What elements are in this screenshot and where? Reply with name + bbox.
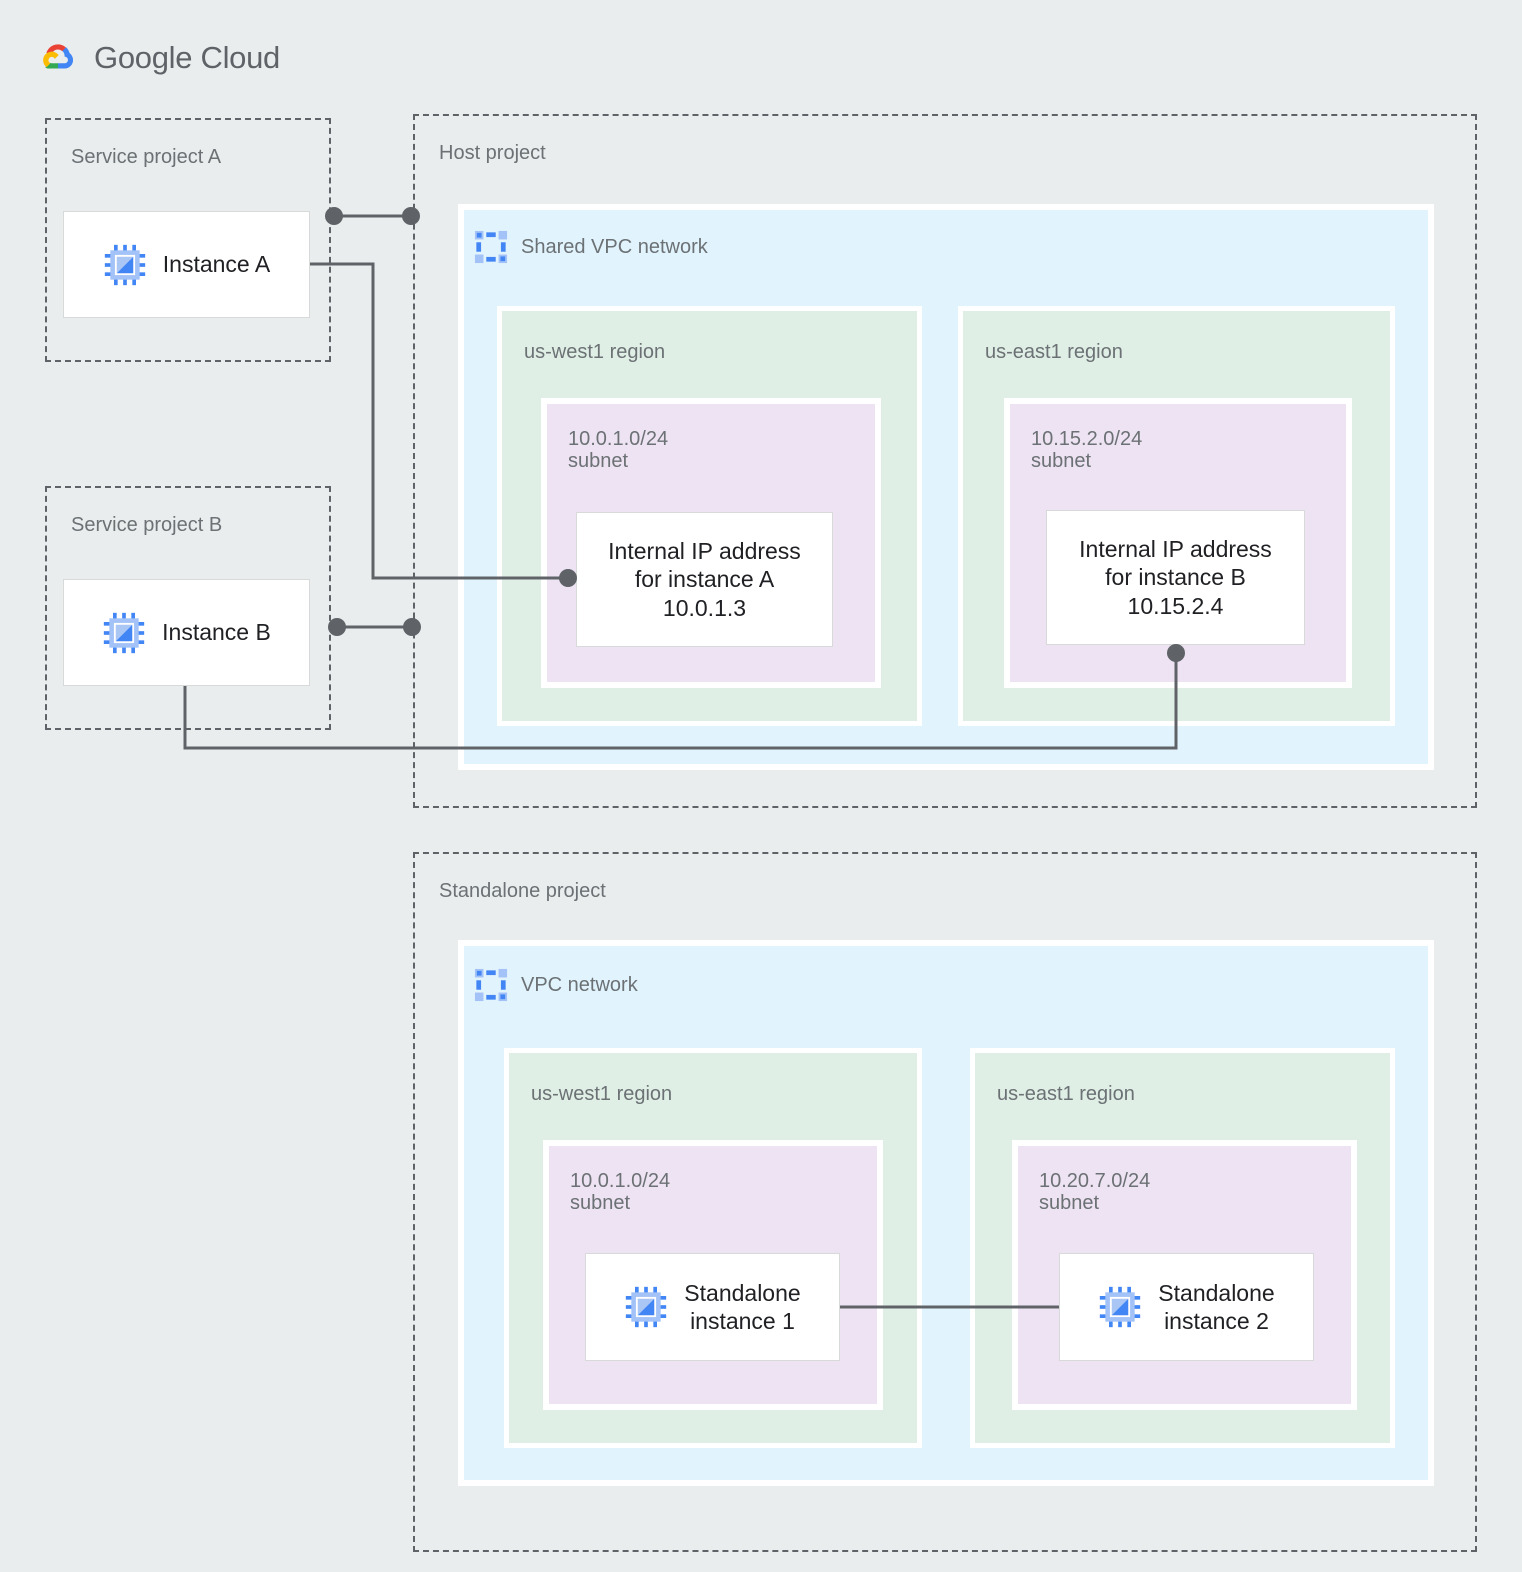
vm-instance-icon bbox=[103, 612, 145, 653]
standalone-instance-1-card[interactable]: Standalone instance 1 bbox=[585, 1253, 840, 1361]
host-project-label: Host project bbox=[439, 142, 546, 164]
instance-a-label: Instance A bbox=[162, 251, 271, 278]
standalone-instance-2-label: Standalone instance 2 bbox=[1158, 1279, 1275, 1334]
standalone-project-label: Standalone project bbox=[439, 880, 606, 902]
standalone-instance-2-card[interactable]: Standalone instance 2 bbox=[1059, 1253, 1314, 1361]
vpc-network-label: VPC network bbox=[521, 973, 638, 996]
standalone-instance-1-label: Standalone instance 1 bbox=[684, 1279, 801, 1334]
vpc-network-icon bbox=[474, 968, 508, 1002]
standalone-us-east1-subnet-label: 10.20.7.0/24 subnet bbox=[1039, 1170, 1151, 1215]
host-us-east1-subnet-label: 10.15.2.0/24 subnet bbox=[1031, 428, 1143, 473]
brand-name-light: Cloud bbox=[192, 40, 280, 75]
internal-ip-instance-b-text: Internal IP address for instance B 10.15… bbox=[1079, 536, 1272, 619]
vm-instance-icon bbox=[1100, 1286, 1141, 1328]
shared-vpc-network-label: Shared VPC network bbox=[521, 235, 708, 258]
standalone-us-west1-region-label: us-west1 region bbox=[531, 1083, 673, 1105]
shared-vpc-network-header: Shared VPC network bbox=[474, 230, 708, 264]
internal-ip-instance-b-card[interactable]: Internal IP address for instance B 10.15… bbox=[1046, 510, 1305, 645]
host-us-west1-region-label: us-west1 region bbox=[524, 341, 666, 363]
internal-ip-instance-a-text: Internal IP address for instance A 10.0.… bbox=[608, 538, 801, 621]
vm-instance-icon bbox=[626, 1286, 667, 1328]
internal-ip-instance-a-card[interactable]: Internal IP address for instance A 10.0.… bbox=[576, 512, 833, 647]
brand-wordmark: Google Cloud bbox=[94, 40, 280, 76]
standalone-us-west1-subnet-label: 10.0.1.0/24 subnet bbox=[570, 1170, 671, 1215]
google-cloud-brand: Google Cloud bbox=[36, 38, 280, 78]
standalone-us-east1-region-label: us-east1 region bbox=[997, 1083, 1135, 1105]
host-us-west1-subnet-label: 10.0.1.0/24 subnet bbox=[568, 428, 669, 473]
brand-name-bold: Google bbox=[94, 40, 193, 75]
google-cloud-logo-icon bbox=[43, 44, 74, 69]
instance-b-label: Instance B bbox=[162, 619, 271, 646]
host-us-east1-region-label: us-east1 region bbox=[985, 341, 1123, 363]
vpc-network-icon bbox=[474, 230, 508, 264]
vm-instance-icon bbox=[104, 244, 145, 285]
standalone-project-container[interactable]: Standalone project bbox=[413, 852, 1477, 1552]
instance-a-card[interactable]: Instance A bbox=[63, 211, 310, 318]
service-project-a-label: Service project A bbox=[71, 146, 222, 168]
vpc-network-header: VPC network bbox=[474, 968, 638, 1002]
service-project-b-label: Service project B bbox=[71, 514, 223, 536]
service-project-a-container[interactable]: Service project A bbox=[45, 118, 331, 362]
instance-b-card[interactable]: Instance B bbox=[63, 579, 310, 686]
